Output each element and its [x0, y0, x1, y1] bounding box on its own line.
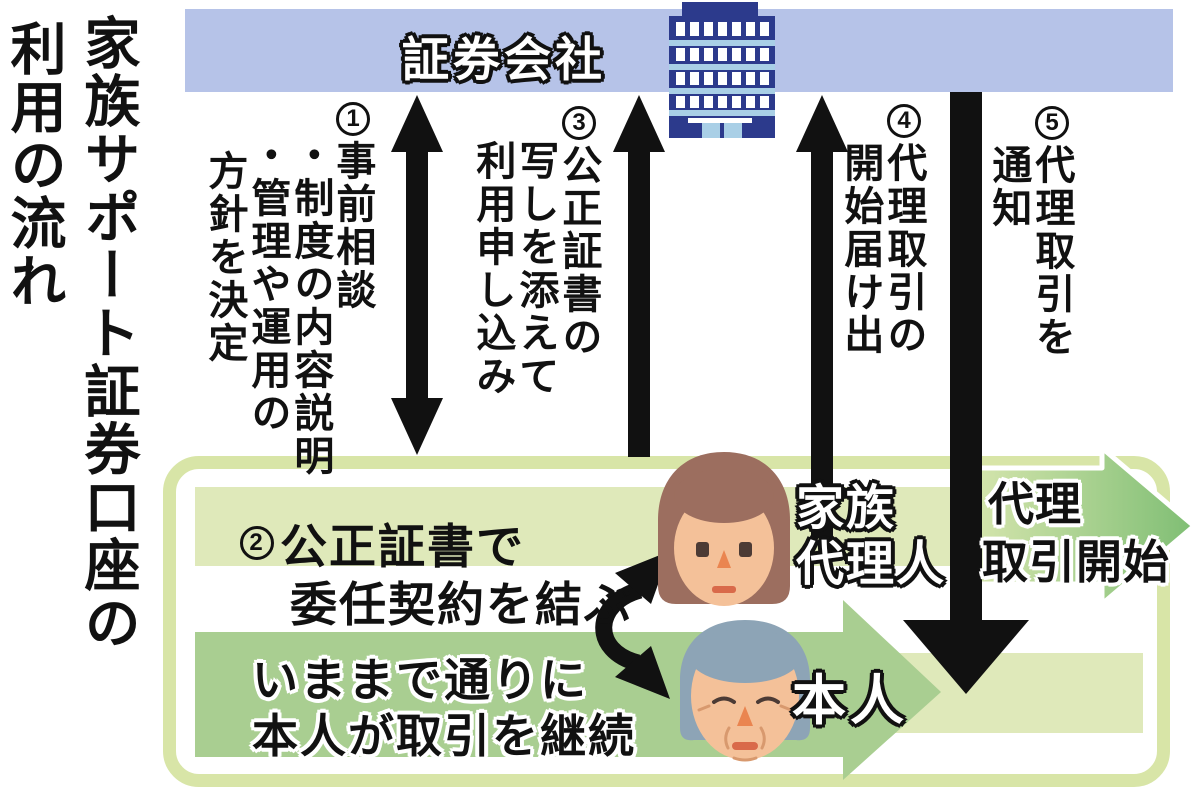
- step2-text-1: 公正証書で: [280, 520, 525, 573]
- step3-text-3: 利用申し込み: [470, 140, 515, 398]
- elderly-man-face-icon: [680, 620, 810, 762]
- family-agent-label-line1: 家族: [796, 482, 897, 535]
- step5-text-1: 代理取引を: [1029, 144, 1074, 359]
- step3-text-1: 公正証書の: [556, 144, 601, 359]
- contract-curved-double-arrow-icon: [595, 551, 670, 699]
- step1-text: 事前相談: [330, 140, 375, 312]
- continue-trading-line1: いままで通りに: [252, 654, 588, 706]
- step4-number: 4: [887, 104, 921, 138]
- step2-text-2: 委任契約を結ぶ: [290, 578, 633, 631]
- proxy-start-arrow: [971, 445, 1197, 607]
- principal-label: 本人: [792, 671, 908, 731]
- consult-double-arrow-icon: [391, 95, 443, 455]
- step3-text-2: 写しを添えて: [513, 140, 558, 398]
- step1-detail-1: ・制度の内容説明: [288, 134, 333, 478]
- notify-down-arrow-icon: [903, 92, 1029, 694]
- page-title-line1: 家族サポート証券口座の: [77, 14, 140, 652]
- continue-trading-line2: 本人が取引を継続: [252, 710, 636, 762]
- step2-number: 2: [240, 525, 274, 560]
- step5-text-2: 通知: [986, 144, 1031, 230]
- securities-company-label: 証券会社: [402, 33, 606, 86]
- step4-text-1: 代理取引の: [881, 142, 926, 357]
- step1-detail-2: ・管理や運用の: [245, 134, 290, 435]
- page-title-line2: 利用の流れ: [3, 20, 66, 310]
- step2-line1: 2 公正証書で: [240, 508, 525, 577]
- step3-number: 3: [562, 106, 596, 140]
- report-up-arrow-icon: [796, 95, 848, 538]
- family-agent-label-line2: 代理人: [796, 538, 947, 591]
- step1-number: 1: [336, 102, 370, 136]
- step4-text-2: 開始届け出: [838, 142, 883, 357]
- step1-detail-3: 方針を決定: [202, 150, 247, 365]
- apply-up-arrow-icon: [613, 95, 665, 457]
- proxy-start-label-line1: 代理: [988, 478, 1082, 530]
- woman-face-icon: [658, 452, 790, 606]
- step5-number: 5: [1035, 106, 1069, 140]
- proxy-start-label-line2: 取引開始: [982, 536, 1170, 588]
- office-building-icon: [669, 2, 775, 138]
